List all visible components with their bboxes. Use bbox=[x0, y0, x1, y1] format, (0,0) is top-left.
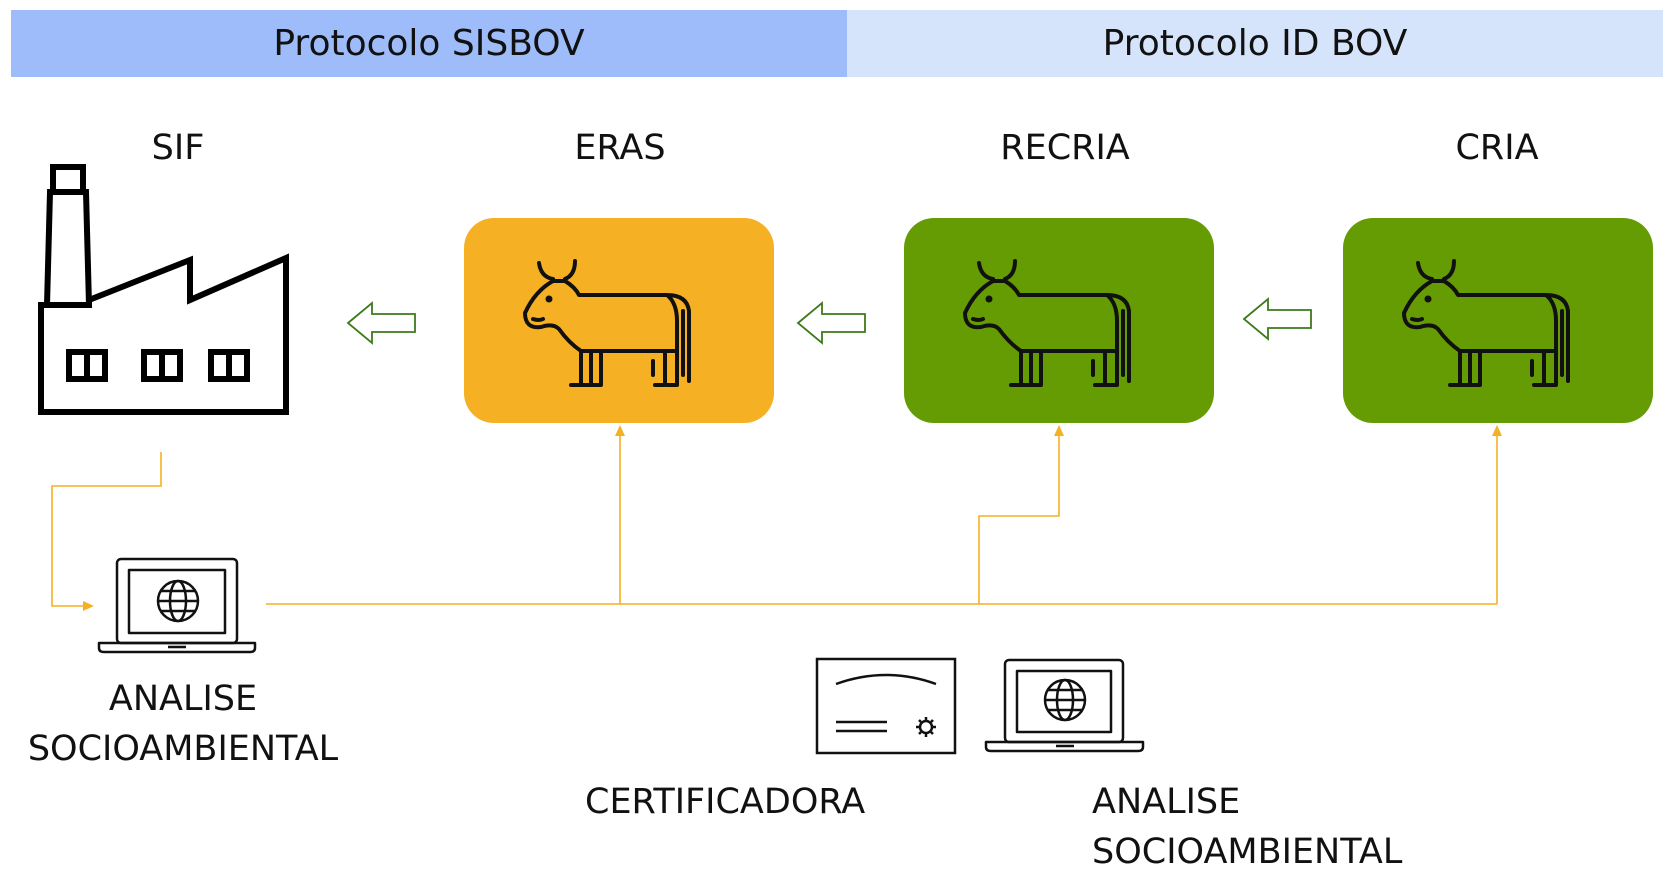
stage-box-recria bbox=[904, 218, 1214, 423]
cow-icon bbox=[523, 258, 691, 387]
stage-label-eras: ERAS bbox=[574, 128, 666, 168]
right-analysis-caption: ANALISE SOCIOAMBIENTAL bbox=[1092, 777, 1402, 877]
hollow-left-arrow-icon bbox=[796, 301, 866, 345]
tab-protocolo-idbov[interactable]: Protocolo ID BOV bbox=[847, 10, 1663, 77]
cow-icon bbox=[1402, 258, 1570, 387]
stage-label-cria: CRIA bbox=[1455, 128, 1539, 168]
left-analysis-line2: SOCIOAMBIENTAL bbox=[27, 729, 339, 769]
stage-label-recria: RECRIA bbox=[1000, 128, 1130, 168]
left-analysis-line1: ANALISE bbox=[108, 679, 258, 719]
right-analysis-line1: ANALISE bbox=[1092, 782, 1241, 822]
tab-protocolo-sisbov[interactable]: Protocolo SISBOV bbox=[11, 10, 847, 77]
stage-box-cria bbox=[1343, 218, 1653, 423]
certifier-caption: CERTIFICADORA bbox=[585, 782, 866, 822]
hollow-left-arrow-icon bbox=[1242, 297, 1312, 341]
left-analysis-caption: ANALISE SOCIOAMBIENTAL bbox=[18, 674, 348, 774]
hollow-left-arrow-icon bbox=[346, 301, 416, 345]
right-analysis-line2: SOCIOAMBIENTAL bbox=[1092, 832, 1403, 872]
cow-icon bbox=[963, 258, 1131, 387]
stage-label-sif: SIF bbox=[151, 128, 205, 168]
stage-box-eras bbox=[464, 218, 774, 423]
